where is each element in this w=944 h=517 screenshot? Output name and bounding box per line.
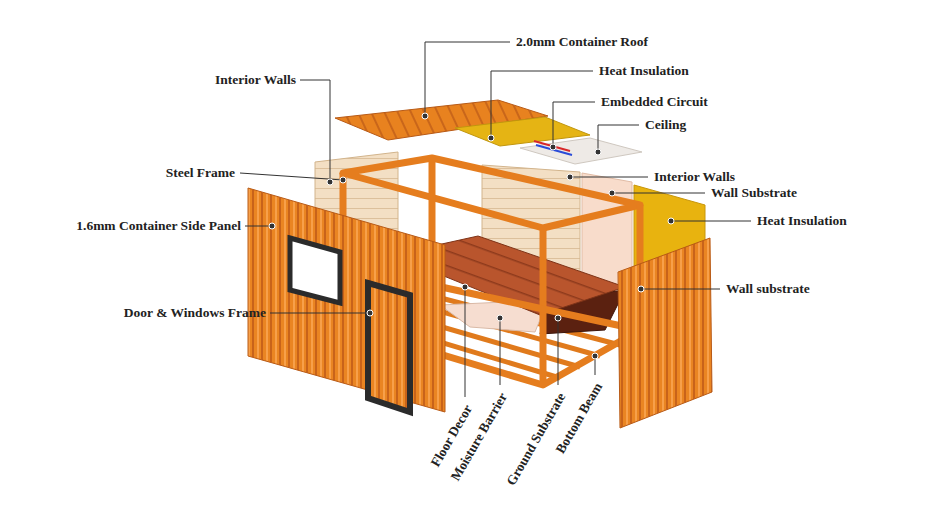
part-label: Ceiling: [645, 117, 686, 133]
leader-dots-part: [595, 149, 601, 155]
leader-dots-part: [488, 135, 494, 141]
leader-lines-part: [553, 102, 595, 147]
roof-layers-part: [536, 145, 572, 155]
part-label: Interior Walls: [215, 72, 296, 88]
part-label: Door & Windows Frame: [124, 305, 266, 321]
leader-lines: [240, 42, 751, 397]
leader-dots-part: [269, 223, 275, 229]
part-label: 1.6mm Container Side Panel: [76, 218, 241, 234]
leader-lines-part: [570, 177, 648, 178]
leader-lines-part: [245, 226, 272, 227]
leader-lines-part: [671, 221, 751, 222]
leader-dots-part: [550, 144, 556, 150]
leader-lines-part: [641, 289, 720, 290]
part-label: Steel Frame: [166, 165, 235, 181]
part-label: Embedded Circuit: [601, 94, 708, 110]
leader-dots-part: [422, 113, 428, 119]
leader-lines-part: [465, 287, 466, 397]
leader-dots-part: [340, 177, 346, 183]
leader-lines-part: [491, 71, 593, 138]
leader-lines-part: [300, 80, 330, 182]
leader-dots-part: [327, 179, 333, 185]
side-panels-part: [368, 283, 410, 412]
leader-dots-part: [592, 353, 598, 359]
side-panels-part: [618, 238, 712, 428]
part-label: Interior Walls: [654, 169, 735, 185]
part-label: Heat Insulation: [599, 63, 689, 79]
part-label: Bottom Beam: [553, 380, 606, 457]
leader-lines-part: [500, 318, 501, 385]
leader-dots-part: [609, 190, 615, 196]
leader-lines-part: [425, 42, 510, 116]
part-label: 2.0mm Container Roof: [516, 34, 648, 50]
leader-dots-part: [367, 310, 373, 316]
leader-lines-part: [612, 193, 705, 194]
leader-dots-part: [462, 284, 468, 290]
steel-frame-part: [343, 158, 640, 228]
leader-dots-part: [497, 315, 503, 321]
leader-dots-part: [555, 315, 561, 321]
leader-lines-part: [598, 125, 639, 152]
part-label: Heat Insulation: [757, 213, 847, 229]
leader-dots-part: [638, 286, 644, 292]
leader-lines-part: [558, 318, 559, 385]
part-label: Wall substrate: [726, 281, 810, 297]
side-panels: [248, 188, 712, 428]
side-panels-part: [248, 188, 445, 412]
leader-dots-part: [567, 174, 573, 180]
part-label: Wall Substrate: [711, 185, 797, 201]
leader-lines-part: [240, 173, 343, 180]
side-panels-part: [290, 238, 340, 303]
roof-layers-part: [520, 138, 642, 164]
leader-dots-part: [668, 218, 674, 224]
leader-lines-part: [270, 313, 370, 314]
leader-dots: [269, 113, 674, 359]
